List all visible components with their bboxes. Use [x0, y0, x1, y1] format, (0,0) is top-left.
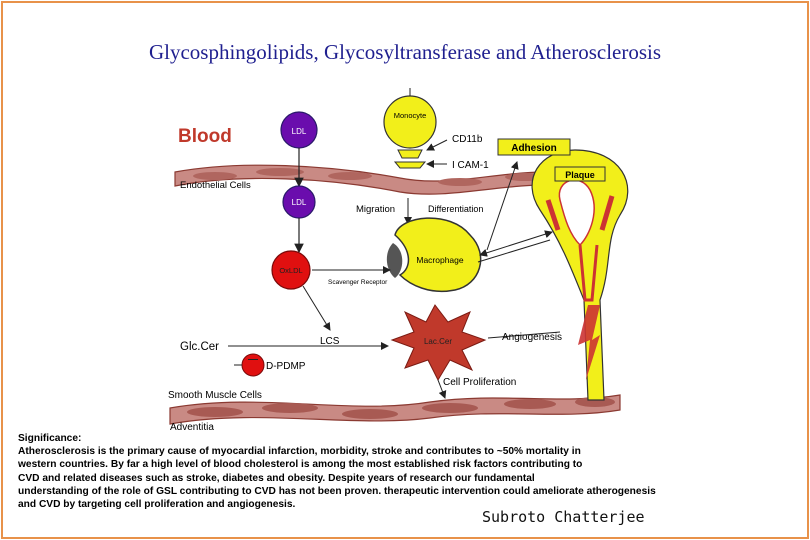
angiogenesis-label: Angiogenesis — [502, 332, 562, 343]
lacer-label: Lac.Cer — [424, 337, 452, 346]
ldl-top-label: LDL — [292, 127, 307, 136]
significance-line: understanding of the role of GSL contrib… — [18, 485, 656, 497]
blood-label: Blood — [178, 126, 232, 147]
plaque-label: Plaque — [565, 170, 595, 180]
significance-line: CVD and related diseases such as stroke,… — [18, 472, 535, 484]
ldl-mid-label: LDL — [292, 198, 307, 207]
oxldl-particle — [271, 250, 311, 290]
scavenger-label: Scavenger Receptor — [328, 279, 388, 286]
slide-title: Glycosphingolipids, Glycosyltransferase … — [148, 40, 662, 64]
macrophage-label: Macrophage — [416, 255, 464, 265]
significance-line: western countries. By far a high level o… — [18, 459, 583, 471]
significance-line: and CVD by targeting cell proliferation … — [18, 499, 296, 511]
dpdmp-label: D-PDMP — [266, 361, 306, 372]
glccer-label: Glc.Cer — [180, 341, 219, 353]
adhesion-label: Adhesion — [511, 143, 557, 154]
cell-proliferation-label: Cell Proliferation — [443, 377, 516, 388]
oxldl-label: OxLDL — [279, 266, 302, 275]
vessel-plaque-graphic — [531, 149, 629, 401]
endothelial-label: Endothelial Cells — [180, 180, 251, 191]
cd11b-label: CD11b — [452, 134, 483, 145]
differentiation-label: Differentiation — [428, 204, 483, 214]
author-name: Subroto Chatterjee — [482, 508, 645, 526]
migration-label: Migration — [356, 204, 395, 215]
macrophage-cell — [394, 217, 482, 292]
adventitia-label: Adventitia — [170, 422, 214, 433]
monocyte-label: Monocyte — [394, 111, 427, 120]
icam-label: I CAM-1 — [452, 160, 489, 171]
significance-heading: Significance: — [18, 433, 82, 444]
inhibitor-minus: — — [248, 354, 258, 365]
adhesion-box — [497, 138, 571, 156]
smooth-muscle-layer — [169, 394, 621, 425]
significance-line: Atherosclerosis is the primary cause of … — [18, 446, 581, 458]
significance-text: Significance: Atherosclerosis is the pri… — [18, 432, 788, 511]
monocyte-cell — [383, 95, 437, 149]
icam-receptor — [393, 161, 427, 169]
smooth-muscle-label: Smooth Muscle Cells — [168, 390, 262, 401]
lcs-label: LCS — [320, 336, 340, 347]
cd11b-receptor — [397, 149, 423, 159]
plaque-label-box — [554, 166, 606, 182]
macrophage-nucleus — [386, 243, 403, 278]
